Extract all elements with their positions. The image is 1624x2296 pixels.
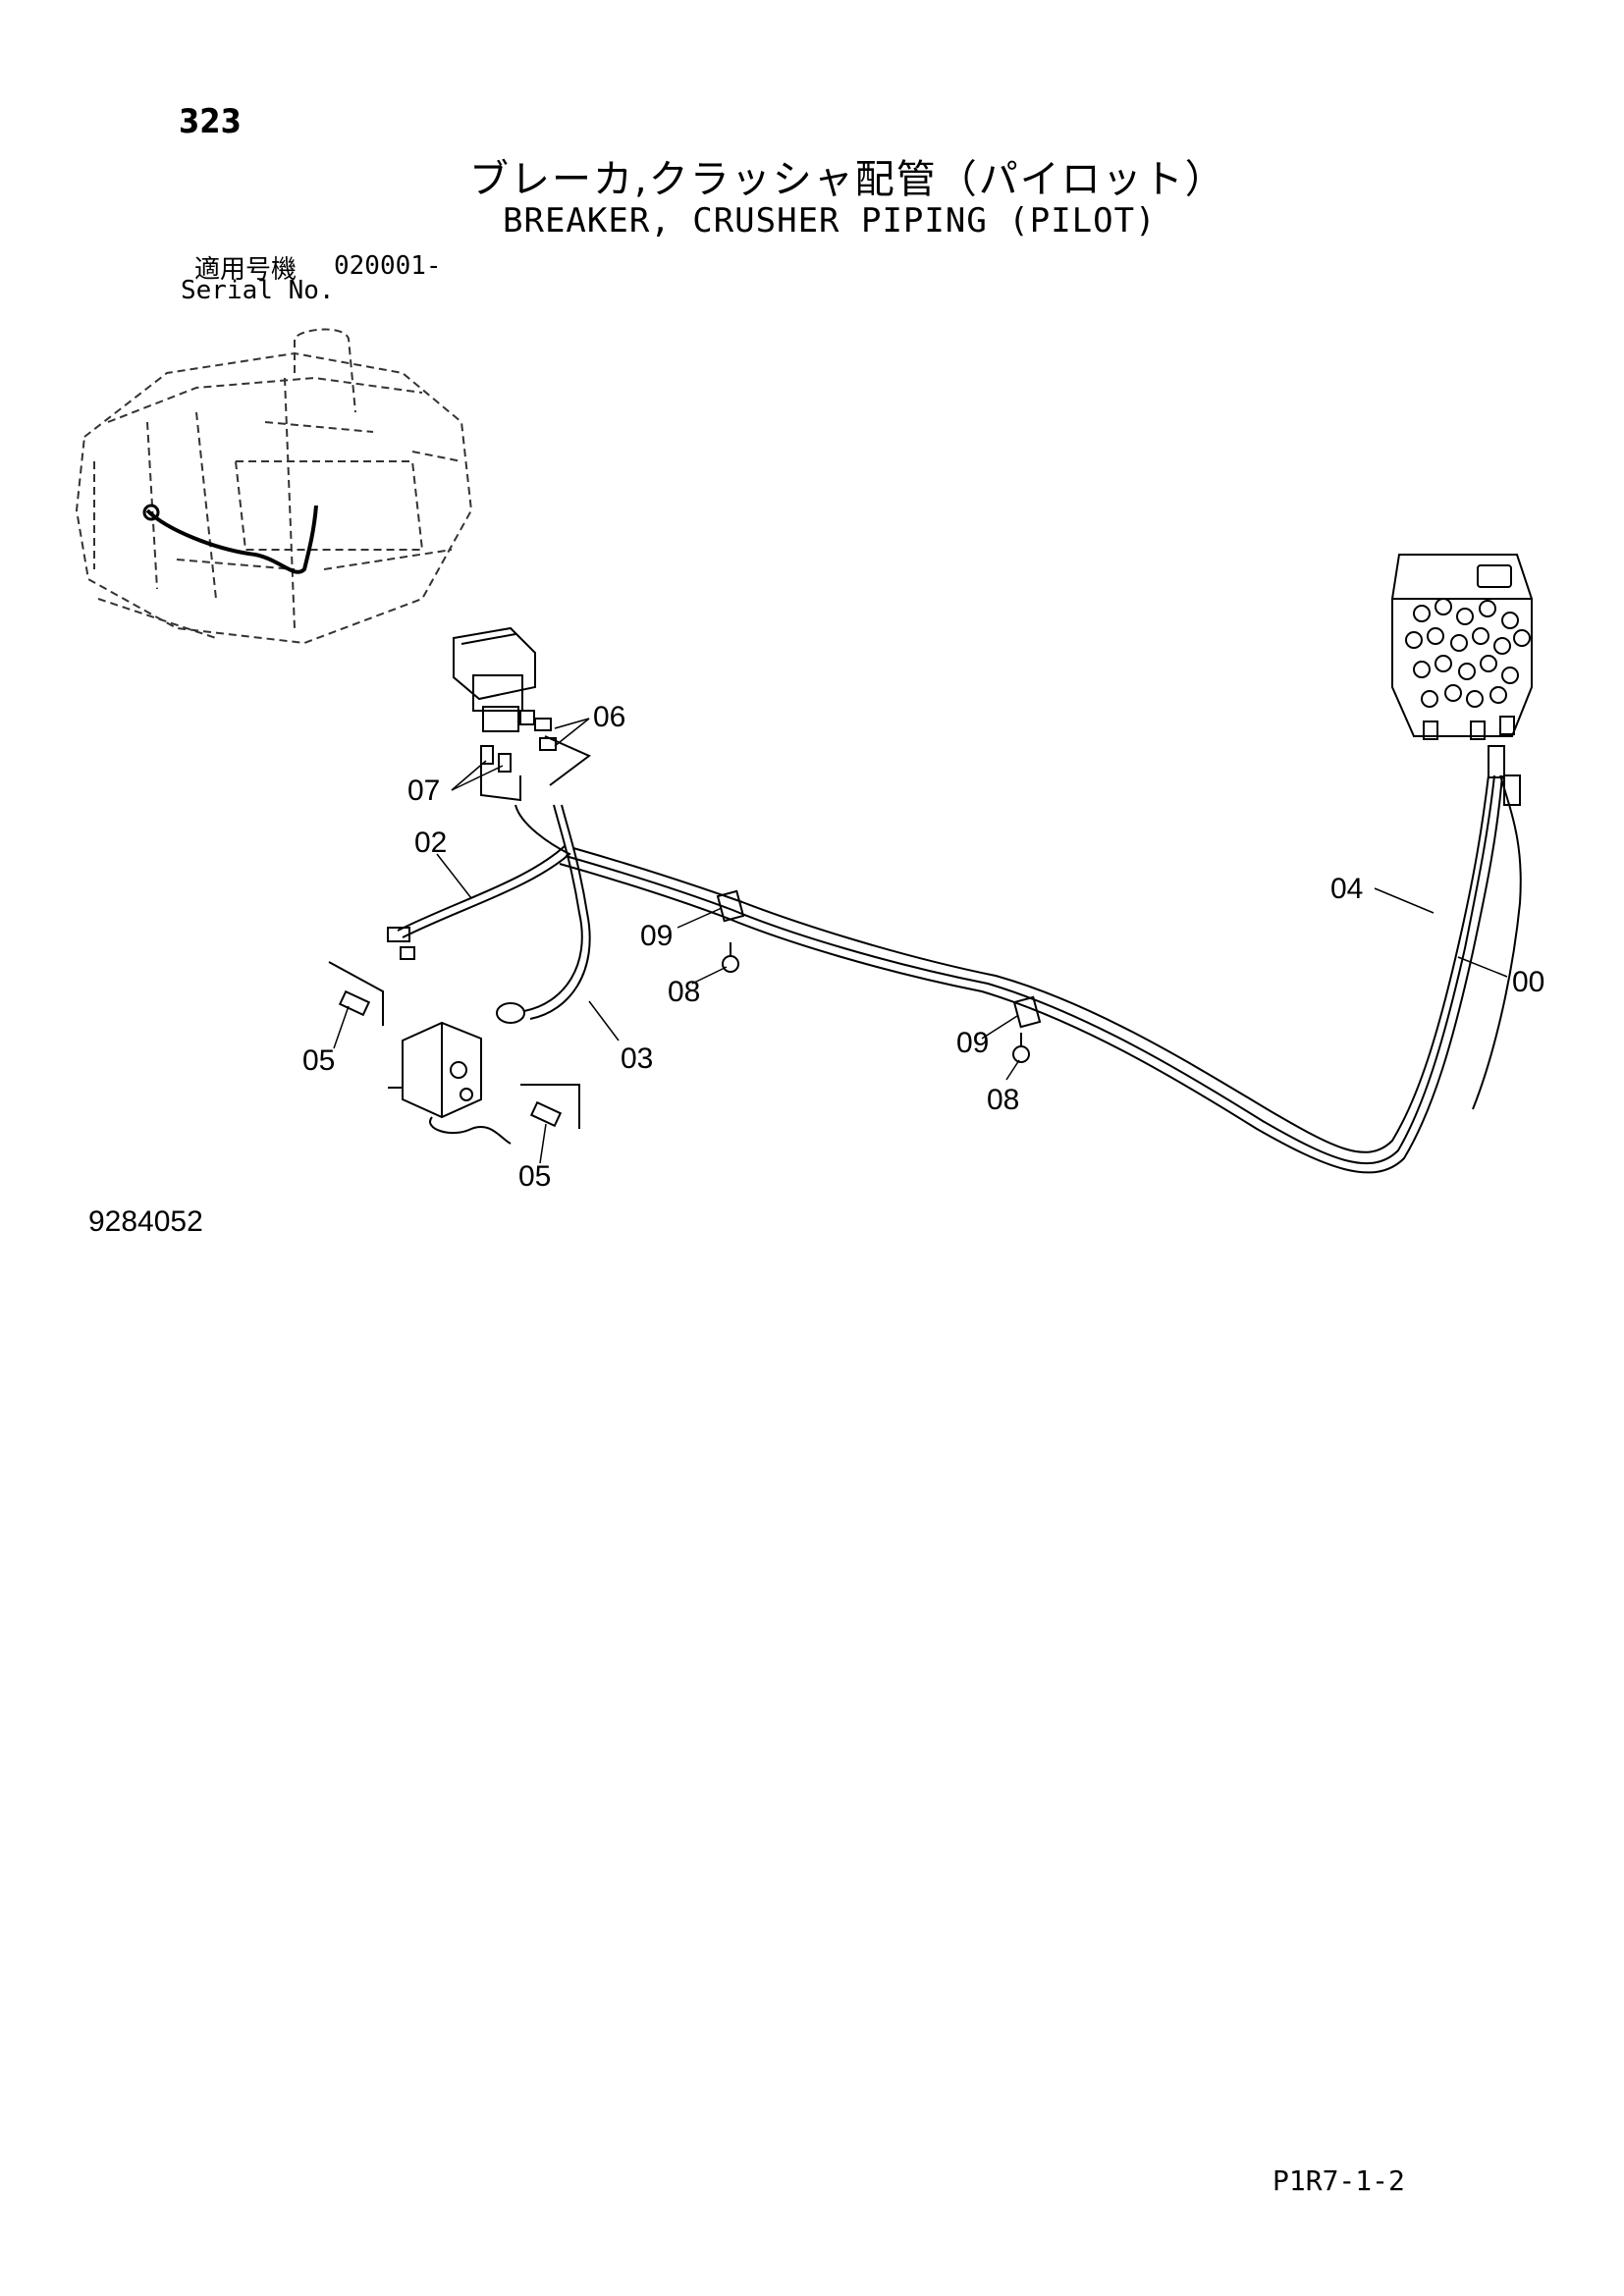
page-code: P1R7-1-2 xyxy=(1272,2164,1405,2197)
serial-code: 020001- xyxy=(334,251,442,281)
clamps-and-bolts xyxy=(716,889,1042,1063)
title-english: BREAKER, CRUSHER PIPING (PILOT) xyxy=(503,201,1157,240)
machine-overview-drawing xyxy=(75,328,473,645)
hose-assembly-04-00 xyxy=(559,745,1522,1174)
callout-00: 00 xyxy=(1512,966,1544,998)
callout-06: 06 xyxy=(593,701,625,733)
callout-05: 05 xyxy=(518,1160,551,1193)
overview-harness-line xyxy=(145,505,318,574)
fittings xyxy=(480,718,591,802)
callout-08: 08 xyxy=(987,1084,1019,1116)
serial-label-english: Serial No. xyxy=(181,276,335,305)
serial-label-japanese: 適用号機 xyxy=(194,255,298,285)
hose-assembly-03 xyxy=(496,804,591,1024)
hose-assembly-02 xyxy=(387,804,571,960)
callout-05: 05 xyxy=(302,1044,335,1077)
callout-09: 09 xyxy=(956,1027,989,1059)
drawing-number: 9284052 xyxy=(88,1205,203,1238)
callout-04: 04 xyxy=(1330,873,1363,905)
pressure-switch-block xyxy=(388,1021,512,1145)
callout-07: 07 xyxy=(407,774,440,807)
callout-03: 03 xyxy=(621,1042,653,1075)
overview-harness-end xyxy=(142,504,160,521)
title-japanese: ブレーカ,クラッシャ配管（パイロット） xyxy=(469,157,1226,202)
pressure-sensors-05 xyxy=(328,961,580,1129)
callout-09: 09 xyxy=(640,920,673,952)
page-number: 323 xyxy=(179,102,242,141)
solenoid-valve xyxy=(453,626,536,732)
control-valve xyxy=(1391,554,1533,740)
leader-lines xyxy=(333,718,1508,1164)
callout-08: 08 xyxy=(668,976,700,1008)
callout-02: 02 xyxy=(414,827,447,859)
